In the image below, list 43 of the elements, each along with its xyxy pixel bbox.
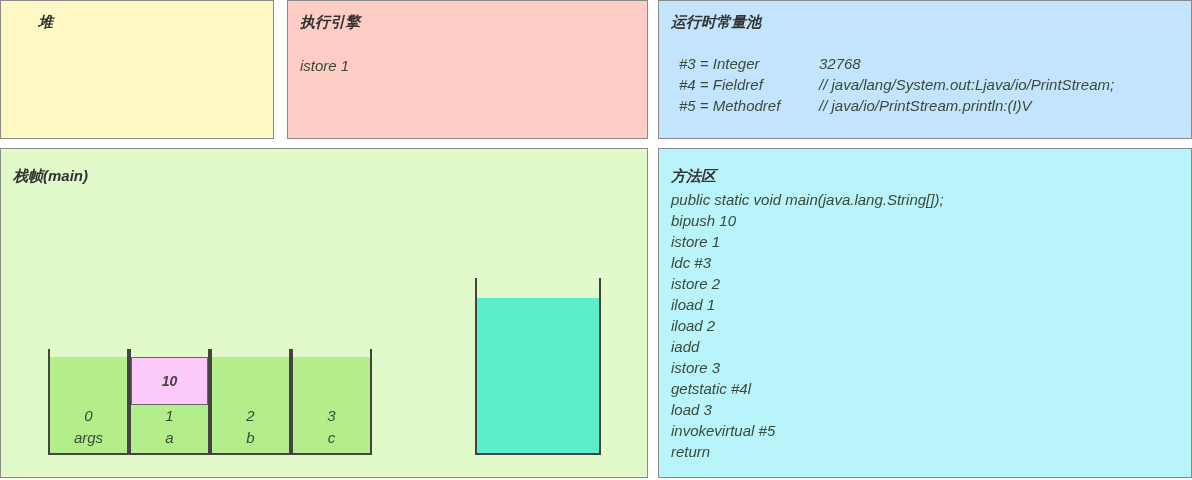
code-line: load 3 <box>671 401 712 419</box>
code-line: istore 1 <box>671 233 721 251</box>
slot-column <box>291 349 372 455</box>
panel <box>287 0 648 139</box>
code-line: istore 3 <box>671 359 721 377</box>
slot-column <box>129 349 210 455</box>
slot-index: 0 <box>83 407 94 425</box>
constant-value: // java/lang/System.out:Ljava/io/PrintStream; <box>819 76 1115 94</box>
variable-name: a <box>164 429 175 447</box>
panel <box>0 148 648 478</box>
value-cell: 10 <box>131 357 208 405</box>
code-line: ldc #3 <box>671 254 712 272</box>
slot-index: 2 <box>245 407 256 425</box>
code-line: istore 1 <box>300 57 350 75</box>
panel-title: 栈帧(main) <box>13 167 88 185</box>
panel <box>658 0 1192 139</box>
variable-name: b <box>245 429 256 447</box>
code-line: bipush 10 <box>671 212 737 230</box>
code-line: iadd <box>671 338 700 356</box>
code-line: invokevirtual #5 <box>671 422 776 440</box>
code-line: getstatic #4l <box>671 380 752 398</box>
variable-name: c <box>326 429 337 447</box>
panel-title: 运行时常量池 <box>671 13 761 31</box>
slot-index: 3 <box>326 407 337 425</box>
constant-entry: #3 = Integer <box>679 55 760 73</box>
panel-title: 执行引擎 <box>300 13 360 31</box>
code-line: return <box>671 443 711 461</box>
constant-entry: #4 = Fieldref <box>679 76 763 94</box>
constant-value: 32768 <box>819 55 861 73</box>
slot-index: 1 <box>164 407 175 425</box>
constant-value: // java/io/PrintStream.println:(I)V <box>819 97 1032 115</box>
panel <box>0 0 274 139</box>
constant-entry: #5 = Methodref <box>679 97 781 115</box>
panel-title: 堆 <box>38 13 53 31</box>
slot-column <box>48 349 129 455</box>
code-line: istore 2 <box>671 275 721 293</box>
operand-stack-container <box>475 278 601 455</box>
code-line: iload 1 <box>671 296 716 314</box>
slot-column <box>210 349 291 455</box>
code-line: iload 2 <box>671 317 716 335</box>
code-line: public static void main(java.lang.String[]); <box>671 191 944 209</box>
panel <box>658 148 1192 478</box>
variable-name: args <box>72 429 105 447</box>
